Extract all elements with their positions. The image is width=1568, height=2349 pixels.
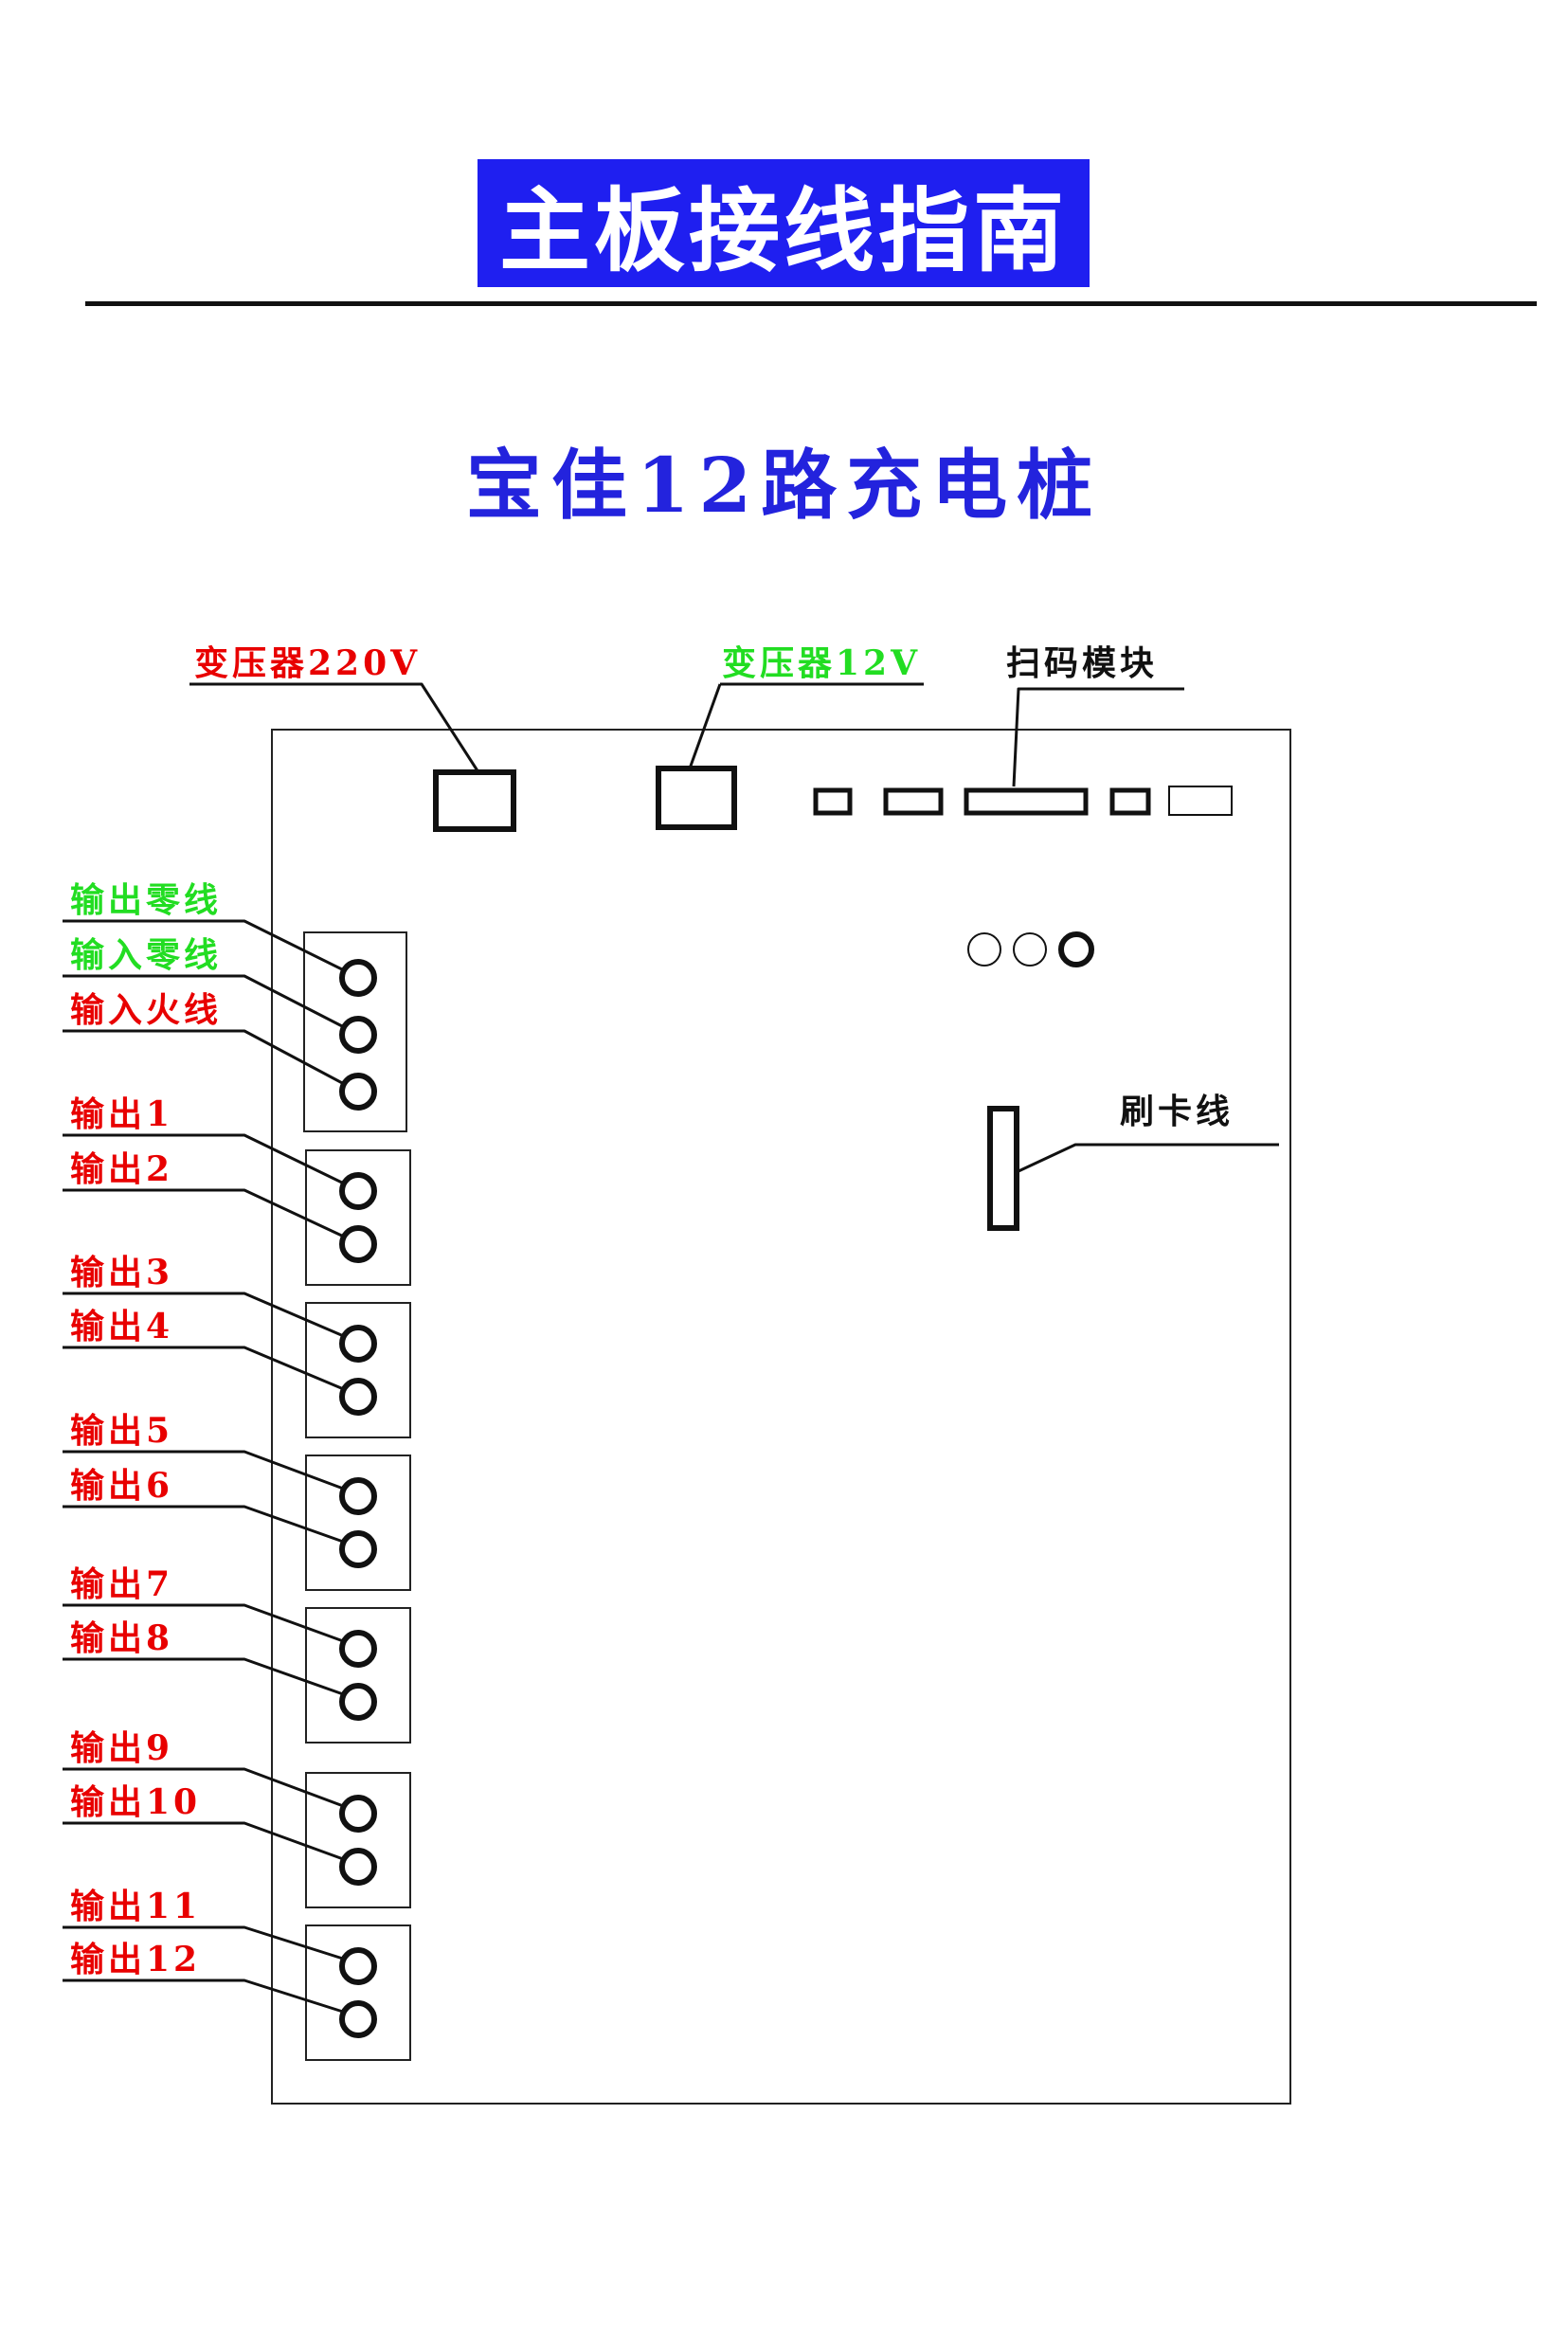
label-out-4: 输出4 [70,1307,173,1346]
terminal-block-power [303,931,407,1132]
leader-out-1 [63,1133,347,1186]
leader-transformer-220v [189,682,480,773]
terminal-block-1-2 [305,1149,411,1286]
label-input-live: 输入火线 [70,990,222,1030]
terminal-out-1 [339,1172,377,1210]
label-out-7: 输出7 [70,1564,173,1604]
leader-card-reader [1018,1143,1279,1173]
terminal-block-11-12 [305,1924,411,2061]
diagram-subtitle: 宝佳12路充电桩 [465,441,1103,530]
terminal-block-5-6 [305,1455,411,1591]
terminal-out-4 [339,1378,377,1416]
label-output-neutral: 输出零线 [70,880,222,920]
leader-out-9 [63,1767,347,1809]
card-reader-slot [987,1106,1019,1231]
label-scan-module: 扫码模块 [1006,643,1158,683]
leader-out-8 [63,1657,347,1697]
label-input-neutral: 输入零线 [70,935,222,975]
leader-transformer-12v [688,683,722,769]
header-connector-1 [813,787,853,816]
header-connector-4 [1109,787,1151,816]
transformer-220v-connector [433,769,516,832]
terminal-input-neutral [339,1016,377,1054]
leader-out-12 [63,1979,347,2015]
terminal-block-7-8 [305,1607,411,1744]
label-out-11: 输出11 [70,1887,201,1926]
header-connector-2 [883,787,944,816]
main-board-outline [271,729,1291,2105]
label-out-9: 输出9 [70,1728,173,1768]
leader-input-neutral [63,974,347,1030]
title-banner: 主板接线指南 [478,159,1090,287]
terminal-out-10 [339,1848,377,1886]
label-out-8: 输出8 [70,1618,173,1658]
leader-scan-module [1012,687,1184,787]
terminal-out-3 [339,1325,377,1363]
indicator-circle-3 [1058,931,1094,967]
title-divider [85,301,1537,306]
terminal-out-6 [339,1530,377,1568]
leader-out-10 [63,1821,347,1862]
leader-out-5 [63,1450,347,1491]
label-out-10: 输出10 [70,1782,201,1822]
label-transformer-12v: 变压器12V [722,643,921,683]
terminal-output-neutral [339,959,377,997]
terminal-out-5 [339,1477,377,1515]
leader-out-6 [63,1505,347,1545]
label-card-reader: 刷卡线 [1120,1092,1234,1131]
label-transformer-220v: 变压器220V [194,643,421,683]
leader-out-11 [63,1925,347,1961]
terminal-out-12 [339,2000,377,2038]
leader-out-7 [63,1603,347,1644]
transformer-12v-connector [656,766,737,830]
label-out-2: 输出2 [70,1149,173,1189]
scan-module-connector [964,787,1089,816]
leader-out-4 [63,1346,347,1392]
label-out-3: 输出3 [70,1253,173,1292]
indicator-circle-1 [967,932,1001,967]
terminal-block-3-4 [305,1302,411,1438]
label-out-12: 输出12 [70,1940,201,1979]
terminal-out-9 [339,1795,377,1833]
leader-output-neutral [63,919,347,973]
header-connector-5 [1168,786,1233,816]
terminal-out-11 [339,1947,377,1985]
terminal-input-live [339,1073,377,1111]
terminal-out-8 [339,1683,377,1721]
label-out-6: 输出6 [70,1466,173,1506]
label-out-5: 输出5 [70,1411,173,1451]
indicator-circle-2 [1013,932,1047,967]
leader-out-2 [63,1188,347,1239]
terminal-out-2 [339,1225,377,1263]
leader-input-live [63,1029,347,1087]
leader-out-3 [63,1292,347,1339]
terminal-block-9-10 [305,1772,411,1908]
terminal-out-7 [339,1630,377,1668]
page-title: 主板接线指南 [499,178,1068,284]
label-out-1: 输出1 [70,1094,173,1134]
